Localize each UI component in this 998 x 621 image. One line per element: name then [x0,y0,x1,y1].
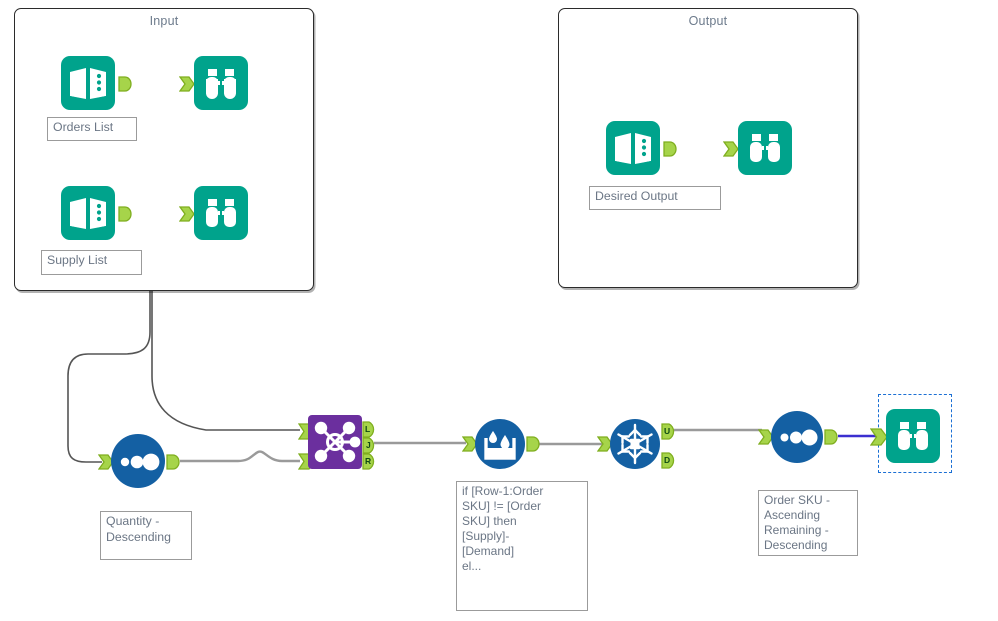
output-anchor-join-right[interactable] [362,453,377,470]
input-anchor-orders-browse[interactable] [179,76,195,92]
input-anchor-output-browse[interactable] [723,141,739,157]
snowflake-icon [610,419,660,469]
output-anchor-join-left[interactable] [362,421,377,438]
annotation-sort-quantity[interactable]: Quantity - Descending [100,511,192,560]
annotation-multi-row-formula[interactable]: if [Row-1:Order SKU] != [Order SKU] then… [456,481,588,611]
tool-container-input[interactable]: Input [14,8,314,291]
annotation-sort-order-sku[interactable]: Order SKU - Ascending Remaining - Descen… [758,490,858,556]
output-anchor-unique-d[interactable] [661,452,677,469]
binoculars-icon [738,121,792,175]
input-anchor-final-browse[interactable] [870,428,888,446]
book-icon [606,121,660,175]
binoculars-icon [194,56,248,110]
output-anchor-multi-row-formula[interactable] [526,436,540,452]
input-anchor-unique[interactable] [597,436,613,452]
output-anchor-orders-list[interactable] [118,76,132,92]
container-title-input: Input [149,14,179,28]
book-icon [61,56,115,110]
book-icon [61,186,115,240]
tool-container-output[interactable]: Output [558,8,858,288]
output-anchor-join-joined[interactable] [362,437,377,454]
binoculars-icon [194,186,248,240]
output-anchor-sort-quantity[interactable] [166,454,180,470]
container-title-output: Output [688,14,728,28]
sort-dots-icon [111,434,165,488]
input-anchor-supply-browse[interactable] [179,206,195,222]
output-anchor-sort-order-sku[interactable] [824,429,838,445]
input-anchor-sort-order-sku[interactable] [758,429,774,445]
sort-dots-icon [771,411,823,463]
annotation-supply-list[interactable]: Supply List [41,250,142,275]
beaker-drop-icon [475,419,525,469]
output-anchor-unique-u[interactable] [661,423,677,440]
output-anchor-supply-list[interactable] [118,206,132,222]
annotation-desired-output[interactable]: Desired Output [589,186,721,210]
connection-sort-to-join-right[interactable] [180,450,300,463]
input-anchor-multi-row-formula[interactable] [462,436,478,452]
binoculars-icon [886,409,940,463]
output-anchor-desired-output[interactable] [663,141,677,157]
join-nodes-icon [308,415,362,469]
input-anchor-sort-quantity[interactable] [98,454,114,470]
annotation-orders-list[interactable]: Orders List [47,117,137,141]
